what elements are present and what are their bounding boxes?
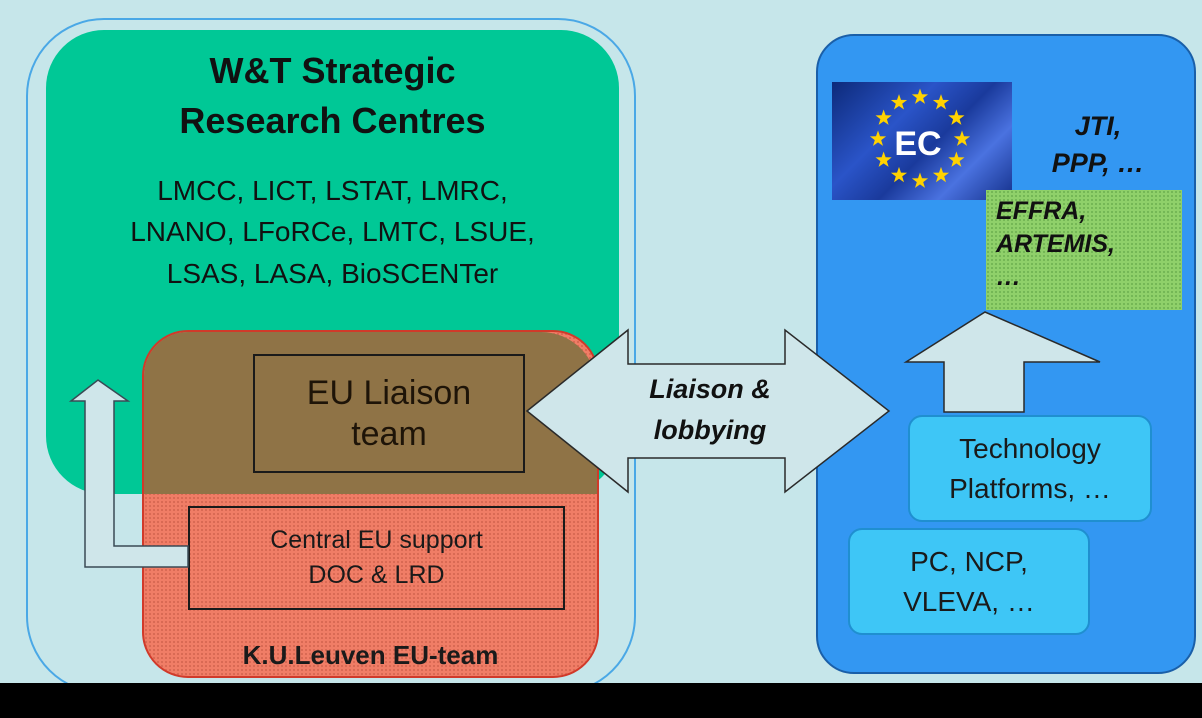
- jti-line1: JTI,: [1074, 111, 1122, 141]
- central-support-line2: DOC & LRD: [308, 561, 445, 589]
- jti-line2: PPP, …: [1051, 148, 1145, 179]
- eu-flag-icon: EC: [832, 82, 1012, 200]
- up-arrow-icon: [903, 311, 1101, 413]
- research-centres-list-line1: LMCC, LICT, LSTAT, LMRC,: [157, 175, 508, 206]
- double-arrow-icon: [525, 328, 891, 494]
- liaison-line1: Liaison &: [649, 374, 771, 404]
- research-centres-list: LMCC, LICT, LSTAT, LMRC, LNANO, LFoRCe, …: [46, 170, 619, 294]
- flag-star-icon: [932, 166, 950, 183]
- flag-star-icon: [953, 130, 971, 146]
- research-centres-title-line1: W&T Strategic: [209, 50, 456, 91]
- effra-line3: …: [996, 263, 1021, 291]
- flag-star-icon: [932, 94, 950, 110]
- research-centres-title-line2: Research Centres: [179, 100, 486, 142]
- flag-star-icon: [890, 166, 908, 183]
- pc-line1: PC, NCP,: [910, 546, 1028, 578]
- flag-star-icon: [911, 172, 929, 188]
- eu-liaison-team-box: EU Liaison team: [253, 354, 525, 473]
- flag-star-icon: [890, 94, 908, 110]
- effra-line1: EFFRA,: [996, 197, 1087, 225]
- kul-eu-team-title: K.U.Leuven EU-team: [242, 640, 499, 670]
- flag-star-icon: [948, 109, 965, 125]
- flag-star-icon: [948, 151, 965, 167]
- flag-star-icon: [869, 130, 887, 146]
- pc-ncp-vleva-box: PC, NCP, VLEVA, …: [848, 528, 1090, 635]
- flag-star-icon: [875, 109, 892, 125]
- bottom-black-bar: [0, 683, 1202, 718]
- eu-liaison-team-line1: EU Liaison: [306, 373, 472, 412]
- central-eu-support-box: Central EU support DOC & LRD: [188, 506, 565, 610]
- flag-star-icon: [875, 151, 892, 167]
- effra-line2: ARTEMIS,: [996, 230, 1115, 258]
- tp-line1: Technology: [959, 433, 1101, 465]
- jti-ppp-label: JTI, PPP, …: [1018, 108, 1178, 183]
- bent-up-arrow-icon: [68, 379, 189, 568]
- central-support-line1: Central EU support: [270, 526, 483, 554]
- eu-liaison-team-line2: team: [351, 414, 427, 453]
- research-centres-list-line2: LNANO, LFoRCe, LMTC, LSUE,: [130, 216, 535, 248]
- flag-star-icon: [911, 88, 929, 104]
- technology-platforms-box: Technology Platforms, …: [908, 415, 1152, 522]
- flag-ec-label: EC: [894, 125, 941, 163]
- flag-star-ring: [869, 88, 971, 188]
- research-centres-list-line3: LSAS, LASA, BioSCENTer: [166, 257, 499, 289]
- research-centres-title: W&T Strategic Research Centres: [46, 46, 619, 147]
- tp-line2: Platforms, …: [949, 472, 1111, 504]
- liaison-line2: lobbying: [653, 414, 767, 445]
- overlap-region: [144, 332, 597, 494]
- liaison-lobbying-label: Liaison & lobbying: [610, 369, 810, 450]
- effra-artemis-box: EFFRA, ARTEMIS, …: [986, 190, 1182, 310]
- pc-line2: VLEVA, …: [903, 585, 1035, 617]
- eu-flag-graphic: EC: [869, 88, 971, 188]
